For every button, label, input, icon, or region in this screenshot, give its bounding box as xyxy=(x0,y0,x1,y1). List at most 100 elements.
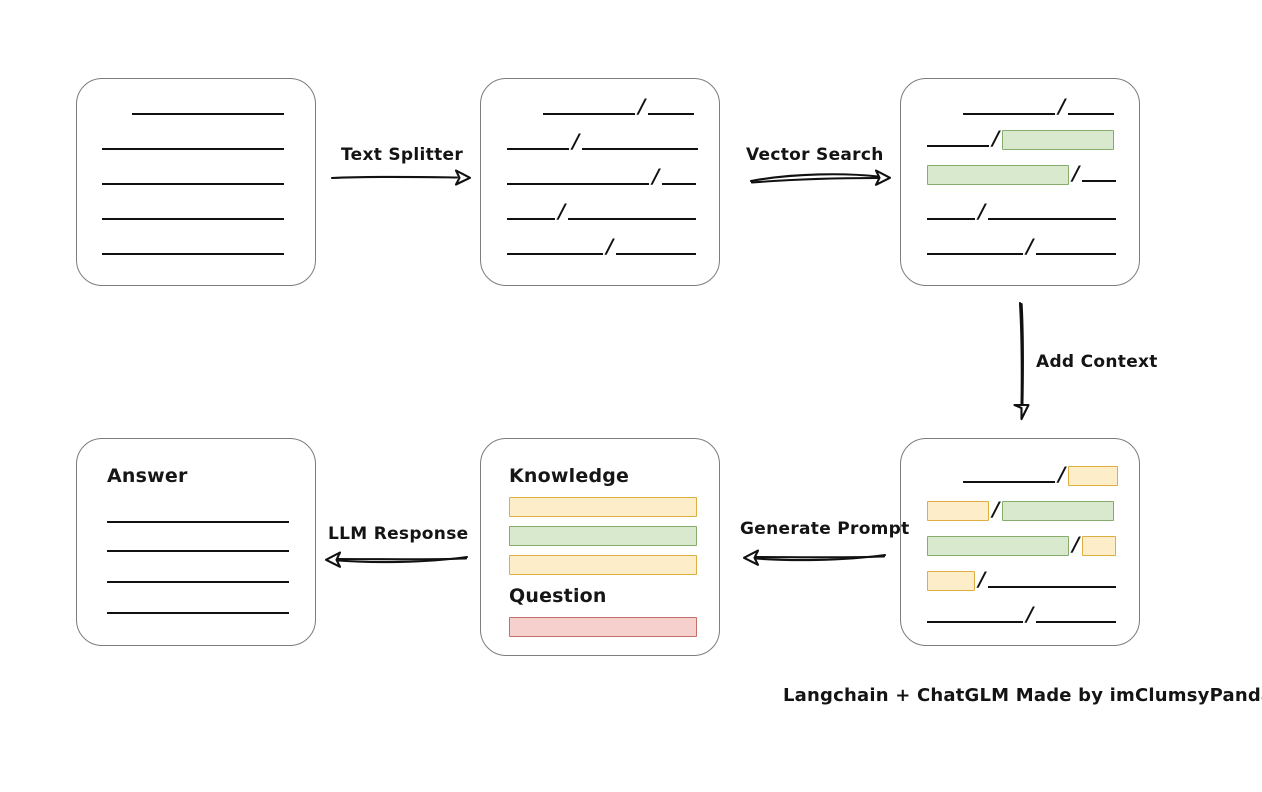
text-line xyxy=(927,253,1023,255)
chunk-line-row: / xyxy=(507,199,697,223)
retrieved-chunk-highlight xyxy=(1002,501,1115,521)
text-line xyxy=(927,621,1023,623)
chunk-line-row: / xyxy=(927,126,1115,150)
chunk-line-row: / xyxy=(927,161,1117,185)
text-line xyxy=(1036,621,1117,623)
text-line xyxy=(648,113,695,115)
arrow-vector-search xyxy=(749,169,892,186)
chunk-line-row: / xyxy=(927,497,1115,521)
knowledge-chunk-highlight xyxy=(1068,466,1119,486)
prompt-section-heading-knowledge: Knowledge xyxy=(509,465,630,487)
text-line xyxy=(107,550,289,552)
arrow-add-context xyxy=(1013,301,1030,421)
text-line xyxy=(963,113,1055,115)
chunk-separator: / xyxy=(978,567,986,591)
text-line xyxy=(1082,180,1117,182)
text-line xyxy=(1036,253,1117,255)
knowledge-bar xyxy=(509,555,697,575)
text-line xyxy=(132,113,284,115)
arrow-label-llm-response: LLM Response xyxy=(328,524,469,544)
arrow-label-generate-prompt: Generate Prompt xyxy=(740,519,910,539)
answer-line-row xyxy=(107,598,289,616)
chunk-line-row: / xyxy=(927,236,1117,257)
text-line xyxy=(107,581,289,583)
text-line xyxy=(102,183,284,185)
chunk-line-row: / xyxy=(963,94,1115,118)
text-line xyxy=(507,253,603,255)
retrieved-chunk-highlight xyxy=(927,536,1069,556)
chunk-line-row: / xyxy=(507,164,697,188)
answer-line-row xyxy=(107,507,289,525)
chunk-separator: / xyxy=(1072,532,1080,556)
chunk-line-row: / xyxy=(927,532,1117,556)
text-line xyxy=(927,218,975,220)
text-line xyxy=(102,253,284,255)
chunk-separator: / xyxy=(1026,602,1034,626)
text-line xyxy=(507,218,555,220)
card-split-chunks[interactable]: / / / / / xyxy=(480,78,720,286)
text-line xyxy=(543,113,635,115)
arrow-label-vector-search: Vector Search xyxy=(746,145,884,165)
chunk-separator: / xyxy=(558,199,566,223)
doc-line-row xyxy=(132,99,284,117)
chunk-separator: / xyxy=(992,126,1000,150)
arrow-label-text-splitter: Text Splitter xyxy=(341,145,464,165)
chunk-separator: / xyxy=(638,94,646,118)
arrow-llm-response xyxy=(324,551,469,568)
chunk-line-row: / xyxy=(507,234,697,258)
prompt-section-heading-question: Question xyxy=(509,585,607,607)
text-line xyxy=(107,612,289,614)
card-prompt[interactable]: Knowledge Question xyxy=(480,438,720,656)
retrieved-chunk-highlight xyxy=(927,165,1069,185)
text-line xyxy=(507,183,649,185)
chunk-line-row: / xyxy=(963,462,1119,486)
text-line xyxy=(568,218,697,220)
text-line xyxy=(107,521,289,523)
card-vector-search-results[interactable]: / / / / / xyxy=(900,78,1140,286)
text-line xyxy=(927,145,989,147)
doc-line-row xyxy=(102,134,284,152)
chunk-separator: / xyxy=(1058,462,1066,486)
retrieved-chunk-highlight xyxy=(1002,130,1115,150)
doc-line-row xyxy=(102,204,284,222)
knowledge-bar xyxy=(509,497,697,517)
chunk-line-row: / xyxy=(507,129,699,153)
text-line xyxy=(582,148,699,150)
doc-line-row xyxy=(102,239,284,257)
text-line xyxy=(988,586,1117,588)
chunk-line-row: / xyxy=(543,94,695,118)
chunk-line-row: / xyxy=(927,199,1117,223)
knowledge-chunk-highlight xyxy=(927,501,989,521)
text-line xyxy=(102,148,284,150)
chunk-separator: / xyxy=(978,199,986,223)
text-line xyxy=(102,218,284,220)
chunk-separator: / xyxy=(652,164,660,188)
knowledge-bar xyxy=(509,526,697,546)
footer-credit: Langchain + ChatGLM Made by imClumsyPand… xyxy=(783,685,1262,706)
text-line xyxy=(507,148,569,150)
card-context-chunks[interactable]: / / / / / xyxy=(900,438,1140,646)
text-line xyxy=(616,253,697,255)
arrow-text-splitter xyxy=(330,169,472,186)
chunk-separator: / xyxy=(992,497,1000,521)
knowledge-chunk-highlight xyxy=(927,571,975,591)
chunk-separator: / xyxy=(1072,161,1080,185)
knowledge-chunk-highlight xyxy=(1082,536,1117,556)
answer-line-row xyxy=(107,567,289,585)
chunk-separator: / xyxy=(606,234,614,258)
text-line xyxy=(963,481,1055,483)
chunk-line-row: / xyxy=(927,602,1117,626)
answer-heading: Answer xyxy=(107,465,188,487)
chunk-separator: / xyxy=(572,129,580,153)
question-bar xyxy=(509,617,697,637)
text-line xyxy=(1068,113,1115,115)
text-line xyxy=(988,218,1117,220)
doc-line-row xyxy=(102,169,284,187)
arrow-label-add-context: Add Context xyxy=(1036,352,1158,372)
card-source-document[interactable] xyxy=(76,78,316,286)
card-answer[interactable]: Answer xyxy=(76,438,316,646)
chunk-separator: / xyxy=(1058,94,1066,118)
arrow-generate-prompt xyxy=(742,549,887,566)
text-line xyxy=(662,183,697,185)
